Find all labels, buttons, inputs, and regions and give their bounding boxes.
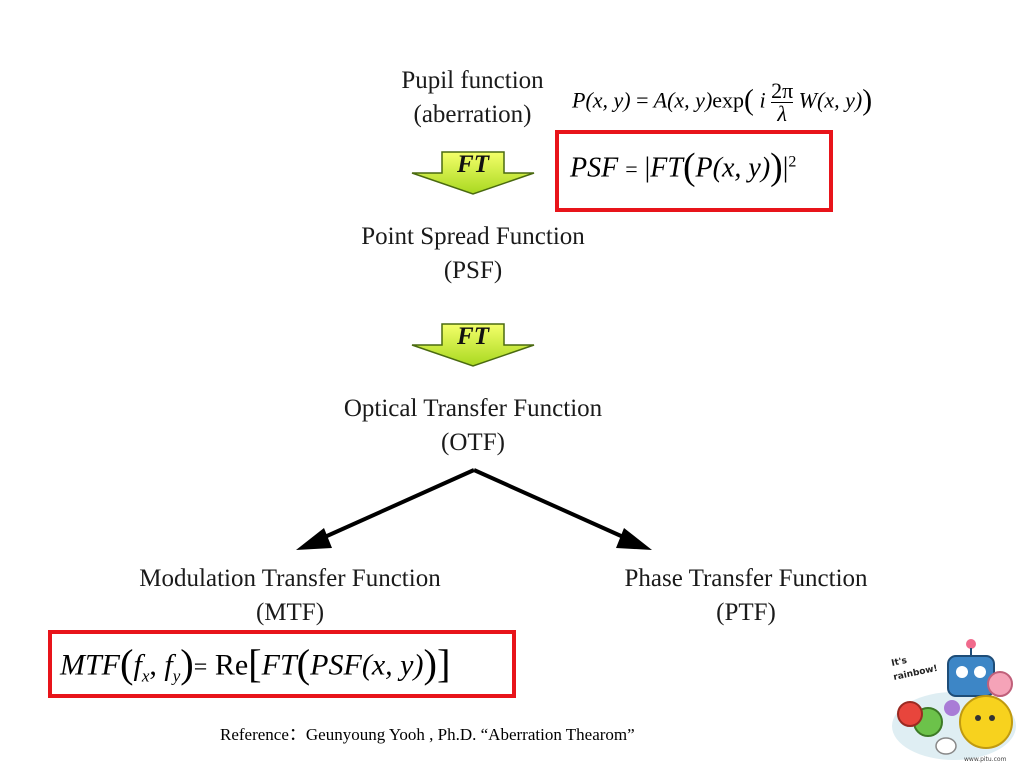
mtf-eq-open-bracket: [ xyxy=(248,641,262,686)
psf-eq-open-paren: ( xyxy=(682,146,696,188)
mtf-eq-open-paren-2: ( xyxy=(296,641,311,686)
mtf-eq-ft: FT xyxy=(261,648,297,682)
mtf-title: Modulation Transfer Function xyxy=(139,565,441,592)
pupil-eq-denominator: λ xyxy=(777,101,787,126)
psf-label: Point Spread Function (PSF) xyxy=(325,220,621,288)
mtf-eq-close-bracket: ] xyxy=(436,641,451,686)
pupil-eq-lhs: P(x, y) xyxy=(572,87,631,113)
mtf-eq-re: Re xyxy=(214,648,249,682)
pupil-eq-wavefront: W(x, y) xyxy=(798,87,863,113)
pink-character xyxy=(987,671,1013,697)
red-character xyxy=(897,701,923,727)
pupil-eq-close-paren: ) xyxy=(862,84,873,117)
psf-eq-equals: = xyxy=(625,156,638,182)
ft-arrow-1-label: FT xyxy=(457,151,489,178)
pupil-function-subtitle: (aberration) xyxy=(413,101,532,128)
mtf-equation: MTF(fx, fy)= Re[FT(PSF(x, y))] xyxy=(60,640,450,687)
ft-arrow-1 xyxy=(411,151,535,195)
psf-equation: PSF = |FT(P(x, y))|2 xyxy=(570,145,796,189)
mtf-eq-arg: (x, y) xyxy=(361,648,424,682)
mtf-subtitle: (MTF) xyxy=(255,599,325,626)
psf-title: Point Spread Function xyxy=(361,223,585,250)
pupil-eq-equals: = xyxy=(636,87,649,113)
pupil-eq-i: i xyxy=(759,87,766,113)
yellow-eye-right xyxy=(989,715,995,721)
mtf-eq-comma: , xyxy=(149,648,165,682)
pupil-function-title: Pupil function xyxy=(401,67,544,94)
mtf-eq-open-paren: ( xyxy=(120,641,134,686)
pupil-eq-fraction: 2π λ xyxy=(771,78,794,126)
mtf-equation-box xyxy=(48,630,516,698)
branch-line-left xyxy=(317,468,475,542)
mtf-eq-fy-sub: y xyxy=(172,666,181,686)
branch-arrowhead-left xyxy=(296,528,332,550)
ft-arrow-2 xyxy=(411,323,535,367)
mtf-label: Modulation Transfer Function (MTF) xyxy=(95,562,485,630)
mtf-eq-close-paren: ) xyxy=(180,641,194,686)
ft-arrow-2-label: FT xyxy=(457,323,489,350)
mtf-eq-fx: f xyxy=(133,648,142,682)
ft-arrow-1-shape xyxy=(411,151,535,195)
psf-eq-lhs: PSF xyxy=(570,152,619,184)
pupil-eq-amplitude: A(x, y) xyxy=(653,87,713,113)
psf-eq-ft: FT xyxy=(650,152,683,184)
robot-eye-left xyxy=(956,666,968,678)
purple-character xyxy=(944,700,960,716)
pupil-function-label: Pupil function (aberration) xyxy=(375,64,570,132)
mtf-eq-close-paren-2: ) xyxy=(423,641,437,686)
otf-subtitle: (OTF) xyxy=(441,429,505,456)
psf-eq-abs-close: | xyxy=(782,152,789,184)
branch-line-right xyxy=(473,468,631,542)
psf-equation-box xyxy=(555,130,833,212)
branch-arrowhead-right xyxy=(616,528,652,550)
robot-body xyxy=(947,655,995,697)
psf-eq-abs-open: | xyxy=(644,152,651,184)
otf-title: Optical Transfer Function xyxy=(343,395,603,422)
psf-subtitle: (PSF) xyxy=(443,257,503,284)
yellow-character xyxy=(959,695,1013,749)
psf-eq-power: 2 xyxy=(788,153,797,171)
pupil-eq-numerator: 2π xyxy=(771,78,794,103)
mtf-eq-equals: = xyxy=(193,654,208,681)
ptf-title: Phase Transfer Function xyxy=(624,565,868,592)
otf-label: Optical Transfer Function (OTF) xyxy=(300,392,646,460)
robot-eye-right xyxy=(974,666,986,678)
sticker-url: www.pitu.com xyxy=(964,756,1007,763)
pupil-eq-exp: exp xyxy=(712,87,745,113)
sticker-text-its: It's xyxy=(891,656,909,669)
pupil-equation: P(x, y) = A(x, y)exp( i 2π λ W(x, y)) xyxy=(572,80,872,125)
psf-eq-arg: P(x, y) xyxy=(695,152,771,184)
mtf-eq-lhs: MTF xyxy=(60,648,120,682)
ptf-subtitle: (PTF) xyxy=(716,599,776,626)
mtf-eq-fx-sub: x xyxy=(141,666,150,686)
mtf-eq-psf: PSF xyxy=(310,648,362,682)
rainbow-sticker-image: It's rainbow! www.pitu.com xyxy=(891,639,1016,763)
ft-arrow-2-shape xyxy=(411,323,535,367)
yellow-eye-left xyxy=(975,715,981,721)
pupil-eq-open-paren: ( xyxy=(744,84,754,117)
mtf-eq-fy: f xyxy=(164,648,173,682)
psf-eq-close-paren: ) xyxy=(770,146,783,188)
reference-text: Reference：Geunyoung Yooh , Ph.D. “Aberra… xyxy=(220,725,635,744)
robot-antenna xyxy=(966,639,976,649)
ptf-label: Phase Transfer Function (PTF) xyxy=(590,562,902,630)
bunny-character xyxy=(935,737,957,755)
